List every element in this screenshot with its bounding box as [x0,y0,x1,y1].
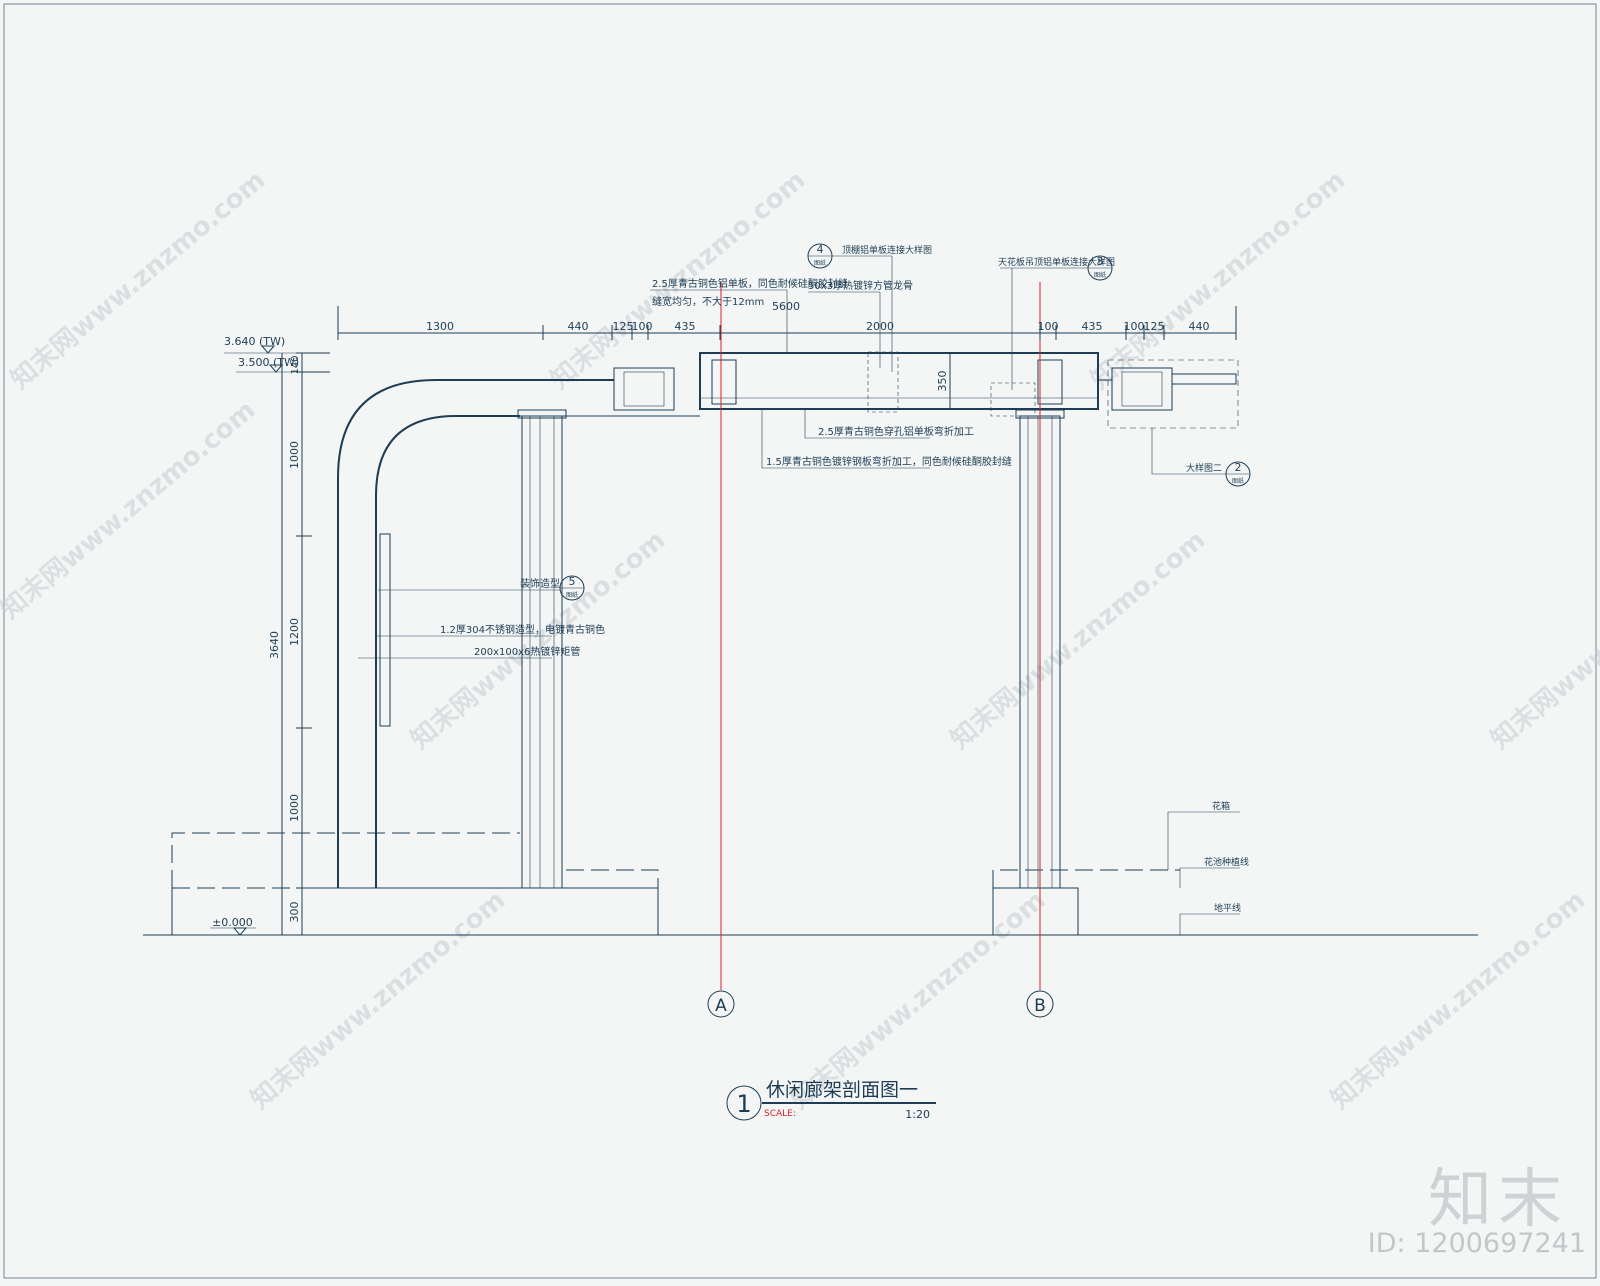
planter-annotations: 花箱 花池种植线 地平线 [1167,800,1249,935]
dim-top-100c: 100 [1124,320,1145,333]
grid-label-a: A [715,996,727,1016]
watermark-text: 知末网www.znzmo.com [945,525,1211,755]
note-panel-1: 2.5厚青古铜色铝单板，同色耐候硅酮胶封缝 [652,277,848,290]
level-top-wall: 3.640 (TW) [224,335,285,348]
dim-left-total: 3640 [268,631,281,659]
detail-mark-5-num: 5 [569,575,576,588]
watermark-text: 知末网www.znzmo.com [405,525,671,755]
level-beam-bottom: 3.500 (TW) [238,356,299,369]
dim-left-1000b: 1000 [288,794,301,822]
top-annotations: 2.5厚青古铜色铝单板，同色耐候硅酮胶封缝 缝宽均匀，不大于12mm 4 图纸 … [650,243,1115,390]
watermark-text: 知末网www.znzmo.com [245,885,511,1115]
level-markers: 3.640 (TW) 3.500 (TW) ±0.000 [210,335,330,936]
detail-mark-2-sheet: 图纸 [1232,477,1244,485]
dim-left-140: 140 [290,355,301,374]
column-annotations: 装饰造型 5 图纸 1.2厚304不锈钢造型，电镀青古铜色 200x100x6热… [358,575,605,659]
detail-mark-4-num: 4 [817,243,824,256]
note-column: 200x100x6热镀锌矩管 [474,645,580,658]
detail-mark-3-num: 3 [1097,255,1104,268]
note-planter: 花箱 [1212,800,1230,812]
dim-top-435: 435 [675,320,696,333]
dim-top-100: 100 [632,320,653,333]
note-ground-line: 地平线 [1214,902,1241,914]
top-dimension-chain: 1300 440 125 100 435 2000 100 435 100 12… [337,300,1237,340]
dim-top-440b: 440 [1189,320,1210,333]
watermark-layer: 知末网www.znzmo.com 知末网www.znzmo.com 知末网www… [0,165,1600,1115]
note-panel-2: 缝宽均匀，不大于12mm [652,295,764,308]
note-planter-line: 花池种植线 [1204,856,1249,868]
level-ground: ±0.000 [212,916,253,929]
title-number: 1 [736,1090,751,1118]
dim-top-435b: 435 [1082,320,1103,333]
roof-beam [520,351,1239,429]
drawing-title: 休闲廊架剖面图一 [766,1079,918,1101]
note-steel-plate: 1.5厚青古铜色镀锌钢板弯折加工，同色耐候硅酮胶封缝 [766,455,1012,468]
drawing-title-block: 1 休闲廊架剖面图一 SCALE: 1:20 [726,1079,936,1121]
dim-top-1300: 1300 [426,320,454,333]
note-stainless: 1.2厚304不锈钢造型，电镀青古铜色 [440,623,605,636]
drawing-frame [3,3,1597,1279]
note-decor: 装饰造型 [520,577,560,590]
watermark-text: 知末网www.znzmo.com [1325,885,1591,1115]
scale-value: 1:20 [905,1108,930,1121]
dim-top-100b: 100 [1038,320,1059,333]
note-detail-4: 顶棚铝单板连接大样图 [842,244,932,256]
curved-arch-frame [337,379,545,888]
dim-top-125b: 125 [1144,320,1165,333]
beam-annotations: 2.5厚青古铜色穿孔铝单板弯折加工 1.5厚青古铜色镀锌钢板弯折加工，同色耐候硅… [761,409,1251,487]
left-dimension-chain: 140 1000 1200 1000 300 3640 [268,352,330,936]
note-detail-3: 天花板吊顶铝单板连接大样图 [998,256,1115,268]
watermark-text: 知末网www.znzmo.com [1085,165,1351,395]
note-perforated: 2.5厚青古铜色穿孔铝单板弯折加工 [818,425,974,438]
grid-bubble-a [707,990,735,1018]
watermark-text: 知末网www.znzmo.com [5,165,271,395]
dim-top-overall: 5600 [772,300,800,313]
note-detail-2: 大样图二 [1186,462,1222,474]
dim-top-125: 125 [613,320,634,333]
watermark-text: 知末网www.znzmo.com [1485,525,1600,755]
dim-top-440: 440 [568,320,589,333]
dim-left-300: 300 [288,902,301,923]
brand-logo: 知末 [1428,1163,1568,1237]
grid-bubble-b [1026,990,1054,1018]
detail-mark-4-sheet: 图纸 [814,259,826,267]
image-id: ID: 1200697241 [1367,1228,1586,1259]
dim-left-1000: 1000 [288,441,301,469]
dim-left-1200: 1200 [288,618,301,646]
grid-label-b: B [1034,996,1046,1016]
title-number-bubble [726,1085,762,1121]
scale-label: SCALE: [764,1109,796,1119]
beam-depth-dimension: 350 [936,352,957,410]
dim-beam-350: 350 [936,371,949,392]
detail-mark-5-sheet: 图纸 [566,591,578,599]
watermark-text: 知末网www.znzmo.com [0,395,261,625]
detail-mark-2-num: 2 [1235,461,1242,474]
detail-mark-3-sheet: 图纸 [1094,271,1106,279]
note-tube: 50x3厚热镀锌方管龙骨 [808,279,913,292]
